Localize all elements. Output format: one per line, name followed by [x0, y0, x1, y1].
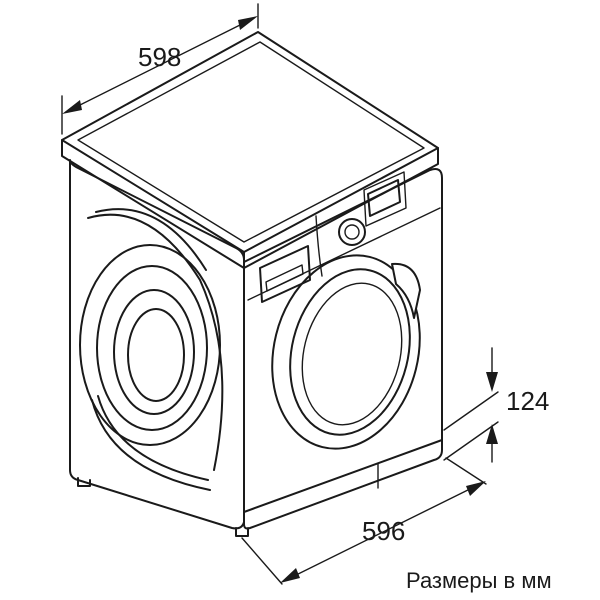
side-arc-outer-2	[95, 208, 207, 271]
panel-height-dimension: 124	[443, 347, 549, 463]
side-drum-ring-4	[127, 308, 185, 402]
panel-ext-top	[443, 391, 499, 431]
depth-dimension: 596	[241, 457, 487, 585]
door-glass	[301, 282, 403, 426]
width-arrow-right	[238, 16, 258, 30]
depth-arrow-right	[466, 481, 486, 496]
side-drum-ring-2	[96, 265, 208, 431]
width-dimension: 598	[61, 3, 259, 135]
side-drum-ring-1	[79, 244, 221, 446]
width-label: 598	[138, 42, 181, 72]
side-arc-outer-3	[91, 399, 211, 491]
width-arrow-left	[62, 100, 82, 114]
panel-height-label: 124	[506, 386, 549, 416]
front-panel	[243, 168, 443, 530]
foot-left	[77, 477, 91, 487]
panel-divider	[315, 215, 323, 277]
top-lid-inner	[77, 41, 425, 243]
plinth-line	[243, 439, 443, 513]
side-drum-ring-3	[113, 289, 195, 415]
depth-ext-right	[445, 457, 487, 485]
depth-dim-line	[285, 483, 481, 581]
display-bezel	[363, 171, 407, 227]
door-outer-ring	[271, 254, 421, 450]
display-window	[367, 179, 401, 217]
depth-label: 596	[362, 516, 405, 546]
door-inner-ring	[289, 268, 411, 436]
detergent-drawer	[259, 245, 311, 303]
top-edge-right	[243, 147, 439, 269]
program-knob	[338, 218, 366, 246]
width-dim-line	[65, 17, 255, 113]
detergent-drawer-handle	[265, 264, 304, 292]
panel-ext-bottom	[443, 421, 499, 461]
machine-body	[61, 31, 443, 537]
side-arc-outer-1	[87, 213, 224, 471]
units-caption: Размеры в мм	[406, 568, 552, 593]
depth-ext-left	[241, 537, 283, 585]
depth-arrow-left	[280, 568, 300, 583]
door-handle	[391, 262, 421, 319]
panel-arrow-bottom	[486, 424, 498, 444]
foot-front	[235, 527, 249, 537]
panel-arrow-top	[486, 372, 498, 392]
program-knob-center	[344, 224, 360, 240]
side-arc-outer-4	[97, 395, 209, 481]
top-edge-left	[61, 139, 245, 269]
